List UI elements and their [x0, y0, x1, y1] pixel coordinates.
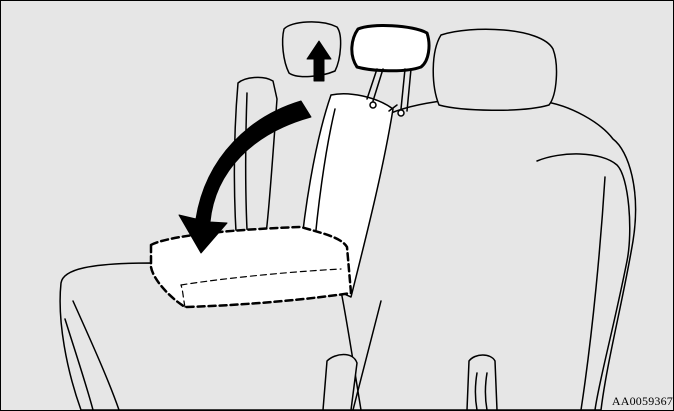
figure-code: AA0059367 [610, 394, 673, 409]
rear-left-headrest [283, 22, 341, 77]
folded-seatback-outline [151, 227, 351, 307]
rear-right-headrest [433, 29, 556, 110]
